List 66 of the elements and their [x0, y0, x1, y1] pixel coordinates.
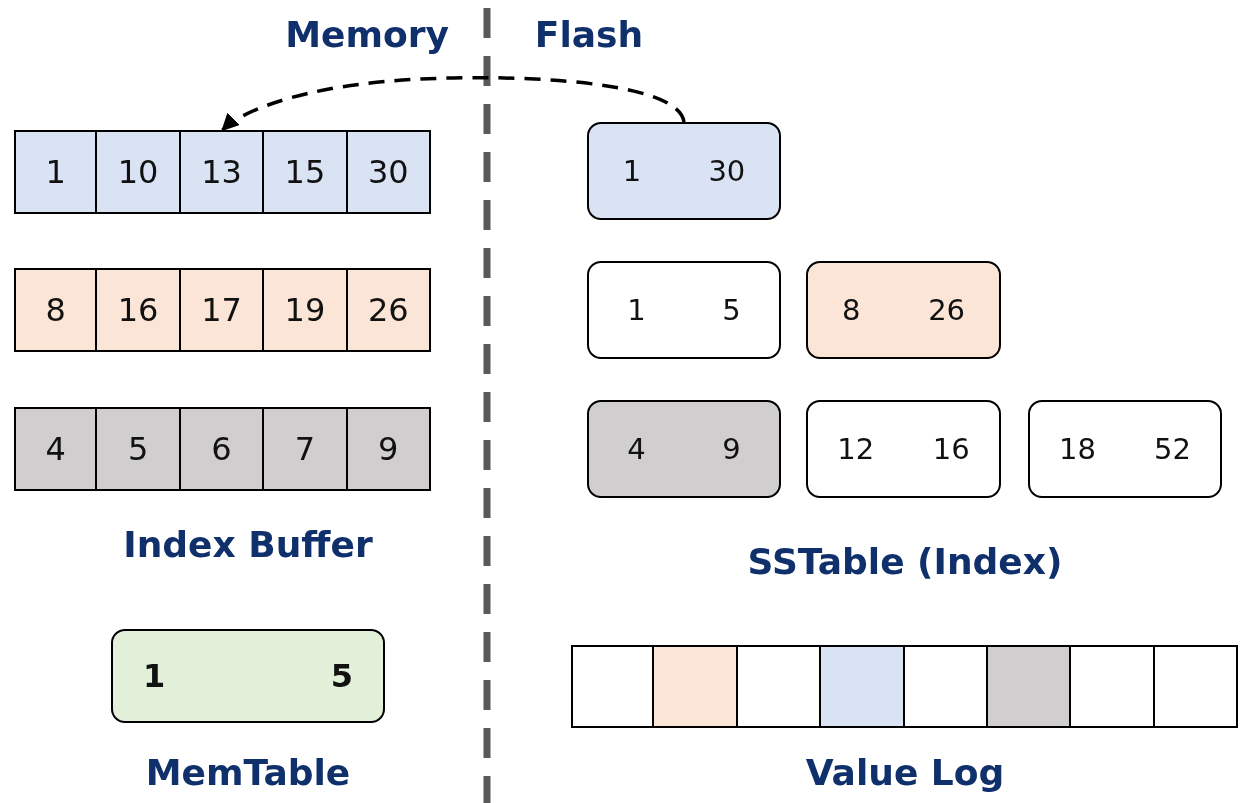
key-number: 4 [45, 430, 66, 468]
key-number: 13 [201, 153, 242, 191]
key-range-bound: 9 [722, 432, 741, 466]
sstable-block [587, 400, 781, 498]
key-cell [347, 130, 431, 214]
key-cell [264, 130, 348, 214]
key-cell [347, 407, 431, 491]
key-number: 7 [294, 430, 316, 468]
key-number: 15 [284, 153, 326, 191]
key-number: 1 [45, 153, 66, 191]
key-range-bound: 26 [928, 293, 966, 327]
key-number: 26 [367, 291, 409, 329]
key-number: 16 [117, 291, 159, 329]
key-number: 9 [378, 430, 399, 468]
section-title: SSTable (Index) [747, 541, 1063, 582]
sstable-block [587, 122, 781, 220]
key-cell [180, 407, 265, 491]
key-range-bound: 1 [622, 154, 642, 188]
memtable-block [111, 629, 385, 723]
sstable-block [806, 261, 1001, 359]
key-range-bound: 8 [841, 293, 861, 327]
key-range-bound: 52 [1154, 432, 1191, 466]
key-number: 17 [201, 291, 242, 329]
value-slot [988, 645, 1072, 728]
value-slot [571, 645, 655, 728]
key-cell [264, 407, 348, 491]
key-number: 5 [127, 430, 149, 468]
key-range-bound: 16 [932, 432, 970, 466]
side-heading: Memory [285, 14, 449, 55]
key-cell [180, 130, 265, 214]
key-number: 10 [117, 153, 159, 191]
key-number: 30 [367, 153, 409, 191]
value-slot [821, 645, 905, 728]
key-range-bound: 5 [330, 657, 353, 695]
key-cell [14, 268, 98, 352]
key-range-bound: 5 [722, 293, 741, 327]
value-slot [1071, 645, 1155, 728]
section-title: MemTable [145, 752, 351, 793]
arrow [221, 76, 686, 132]
key-range-bound: 30 [708, 154, 746, 188]
key-range-bound: 4 [627, 432, 646, 466]
key-cell [180, 268, 265, 352]
side-heading: Flash [534, 14, 644, 55]
key-range-bound: 1 [627, 293, 646, 327]
sstable-block [587, 261, 781, 359]
key-cell [14, 130, 98, 214]
key-range-bound: 18 [1059, 432, 1096, 466]
section-title: Index Buffer [123, 524, 373, 565]
key-cell [97, 268, 181, 352]
sstable-block [1028, 400, 1222, 498]
key-number: 19 [284, 291, 326, 329]
key-range-bound: 1 [143, 657, 166, 695]
value-slot [904, 645, 988, 728]
key-cell [14, 407, 98, 491]
value-slot [1154, 645, 1239, 728]
key-cell [264, 268, 348, 352]
key-number: 6 [211, 430, 232, 468]
value-slot [654, 645, 738, 728]
sstable-block [806, 400, 1001, 498]
key-cell [97, 130, 181, 214]
key-range-bound: 12 [837, 432, 875, 466]
key-cell [97, 407, 181, 491]
value-slot [737, 645, 822, 728]
section-title: Value Log [805, 752, 1005, 793]
key-number: 8 [45, 291, 66, 329]
key-cell [347, 268, 431, 352]
